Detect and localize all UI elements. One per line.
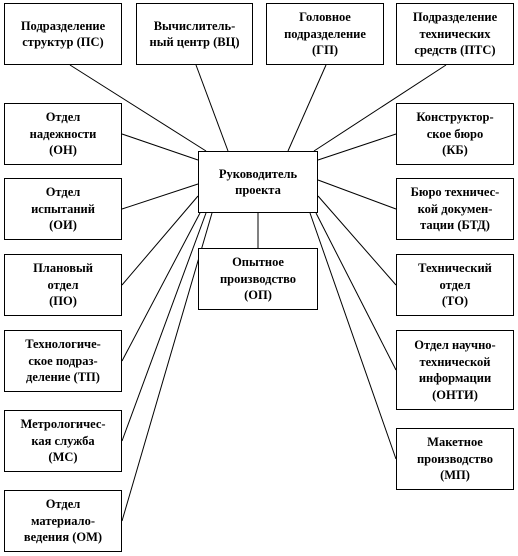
connector-rp-onti bbox=[315, 212, 397, 371]
node-label: Опытное производство (ОП) bbox=[219, 255, 297, 303]
node-project-manager: Руководитель проекта bbox=[198, 151, 318, 213]
node-kb: Конструктор- ское бюро (КБ) bbox=[396, 103, 514, 165]
node-label: Технический отдел (ТО) bbox=[418, 261, 492, 309]
connector-rp-ms bbox=[121, 212, 207, 442]
node-op: Опытное производство (ОП) bbox=[198, 248, 318, 310]
connector-rp-om bbox=[121, 212, 213, 522]
connector-rp-btd bbox=[317, 179, 397, 210]
node-label: Подразделение структур (ПС) bbox=[20, 18, 106, 50]
node-label: Отдел испытаний (ОИ) bbox=[31, 185, 95, 233]
node-btd: Бюро техничес- кой докумен- тации (БТД) bbox=[396, 178, 514, 240]
connector-rp-po bbox=[121, 195, 199, 286]
connector-rp-on bbox=[121, 133, 199, 161]
connector-rp-gp bbox=[287, 64, 327, 152]
connector-rp-mp bbox=[309, 212, 397, 460]
connector-rp-pts bbox=[313, 64, 447, 152]
node-label: Руководитель проекта bbox=[218, 166, 298, 198]
connector-rp-vc bbox=[195, 64, 229, 152]
connector-rp-tp bbox=[121, 212, 201, 362]
node-label: Подразделение технических средств (ПТС) bbox=[412, 10, 498, 58]
node-oi: Отдел испытаний (ОИ) bbox=[4, 178, 122, 240]
node-om: Отдел материало- ведения (ОМ) bbox=[4, 490, 122, 552]
node-ps: Подразделение структур (ПС) bbox=[4, 3, 122, 65]
connector-rp-ps bbox=[69, 64, 207, 152]
node-on: Отдел надежности (ОН) bbox=[4, 103, 122, 165]
node-onti: Отдел научно- технической информации (ОН… bbox=[396, 330, 514, 410]
connector-rp-to bbox=[317, 195, 397, 286]
node-label: Технологиче- ское подраз- деление (ТП) bbox=[25, 337, 101, 385]
node-po: Плановый отдел (ПО) bbox=[4, 254, 122, 316]
node-to: Технический отдел (ТО) bbox=[396, 254, 514, 316]
node-gp: Головное подразделение (ГП) bbox=[266, 3, 384, 65]
node-label: Отдел научно- технической информации (ОН… bbox=[414, 338, 496, 402]
node-label: Вычислитель- ный центр (ВЦ) bbox=[149, 18, 240, 50]
connector-rp-kb bbox=[317, 133, 397, 161]
connector-rp-oi bbox=[121, 183, 199, 210]
node-vc: Вычислитель- ный центр (ВЦ) bbox=[136, 3, 253, 65]
node-label: Отдел материало- ведения (ОМ) bbox=[23, 497, 103, 545]
node-ms: Метрологичес- кая служба (МС) bbox=[4, 410, 122, 472]
node-label: Метрологичес- кая служба (МС) bbox=[20, 417, 106, 465]
node-label: Макетное производство (МП) bbox=[416, 435, 494, 483]
node-label: Плановый отдел (ПО) bbox=[33, 261, 93, 309]
node-tp: Технологиче- ское подраз- деление (ТП) bbox=[4, 330, 122, 392]
node-label: Головное подразделение (ГП) bbox=[284, 10, 366, 58]
node-label: Отдел надежности (ОН) bbox=[29, 110, 97, 158]
node-label: Конструктор- ское бюро (КБ) bbox=[416, 110, 494, 158]
node-mp: Макетное производство (МП) bbox=[396, 428, 514, 490]
node-label: Бюро техничес- кой докумен- тации (БТД) bbox=[410, 185, 500, 233]
node-pts: Подразделение технических средств (ПТС) bbox=[396, 3, 514, 65]
